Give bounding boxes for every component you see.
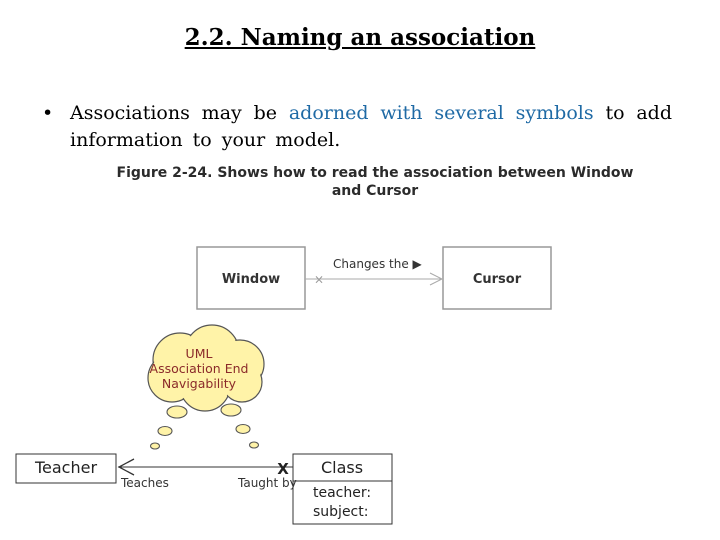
figure-caption: Figure 2-24. Shows how to read the assoc… <box>100 164 650 200</box>
slide-title: 2.2. Naming an association <box>184 24 536 51</box>
non-navigable-x-marker: X <box>277 460 289 478</box>
window-class-label: Window <box>222 272 280 287</box>
thought-cloud: UML Association End Navigability <box>147 324 265 450</box>
teacher-class-diagram: Teacher Class teacher: subject: X Teache… <box>15 453 393 525</box>
navigable-end-arrow <box>117 458 135 476</box>
class-attribute-subject: subject: <box>313 504 368 520</box>
class-class-label: Class <box>321 458 363 477</box>
figure-caption-line2: and Cursor <box>331 183 419 199</box>
cloud-text-line2: Association End <box>150 361 249 376</box>
cloud-text-line3: Navigability <box>162 376 237 391</box>
thought-bubbles <box>149 403 260 450</box>
class-attribute-teacher: teacher: <box>313 485 371 501</box>
window-class-box <box>196 246 306 310</box>
bullet-text-part2: to add information to your model. <box>70 102 673 151</box>
cloud-text-line1: UML <box>186 346 213 361</box>
teacher-class-box <box>15 453 117 484</box>
teacher-class-label: Teacher <box>34 458 97 477</box>
bullet-highlight: adorned with several symbols <box>288 102 594 124</box>
association-name-label: Changes the ▶ <box>333 257 423 271</box>
cursor-class-label: Cursor <box>473 272 522 287</box>
taught-by-end-label: Taught by <box>237 476 297 490</box>
bullet-marker: • <box>42 102 54 124</box>
bullet-point: • Associations may be adorned with sever… <box>42 100 672 154</box>
class-class-box <box>292 453 393 525</box>
cursor-class-box <box>442 246 552 310</box>
navigable-arrowhead <box>429 272 444 286</box>
teaches-end-label: Teaches <box>120 476 169 490</box>
non-navigable-cross: × <box>314 273 324 287</box>
bullet-text: Associations may be adorned with several… <box>70 100 672 154</box>
figure-caption-line1: Figure 2-24. Shows how to read the assoc… <box>116 165 634 181</box>
window-cursor-diagram: Window Cursor × Changes the ▶ <box>196 246 552 310</box>
bullet-text-part1: Associations may be <box>70 102 289 124</box>
